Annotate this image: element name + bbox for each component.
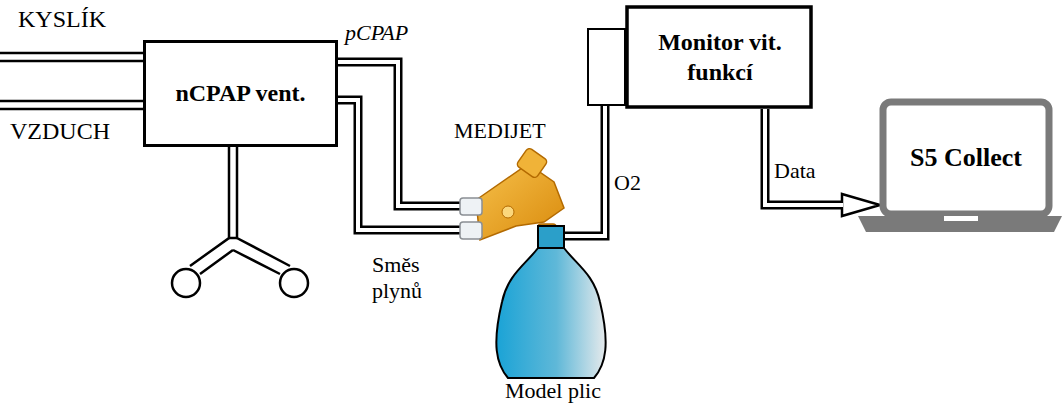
monitor-box-shape <box>587 5 813 109</box>
node-label: Monitor vit. funkcí <box>633 5 807 109</box>
inlet-label: VZDUCH <box>10 118 110 145</box>
ventilator-stand <box>172 147 308 297</box>
node-label: nCPAP vent. <box>143 40 338 147</box>
edge-label: Směs plynů <box>372 252 452 305</box>
tube-connector <box>765 109 880 216</box>
lung-model-shape <box>478 224 628 404</box>
node-label: Model plic <box>478 378 628 404</box>
edge-label: pCPAP <box>345 20 408 46</box>
inlet-label: KYSLÍK <box>18 6 106 33</box>
tube-connector <box>564 105 605 236</box>
laptop: S5 Collect <box>858 98 1062 234</box>
edge-label: Data <box>774 158 816 184</box>
gas-inlet <box>0 53 143 109</box>
ventilator-box: nCPAP vent. <box>143 40 338 147</box>
node-label: S5 Collect <box>888 106 1044 210</box>
node-label: MEDIJET <box>454 118 546 144</box>
edge-label: O2 <box>614 170 641 196</box>
monitor-box: Monitor vit. funkcí <box>587 5 813 109</box>
arrowhead <box>842 194 880 216</box>
lung-model: Model plic <box>478 224 628 404</box>
tube-connector <box>338 100 460 230</box>
arrow-join <box>840 203 843 207</box>
